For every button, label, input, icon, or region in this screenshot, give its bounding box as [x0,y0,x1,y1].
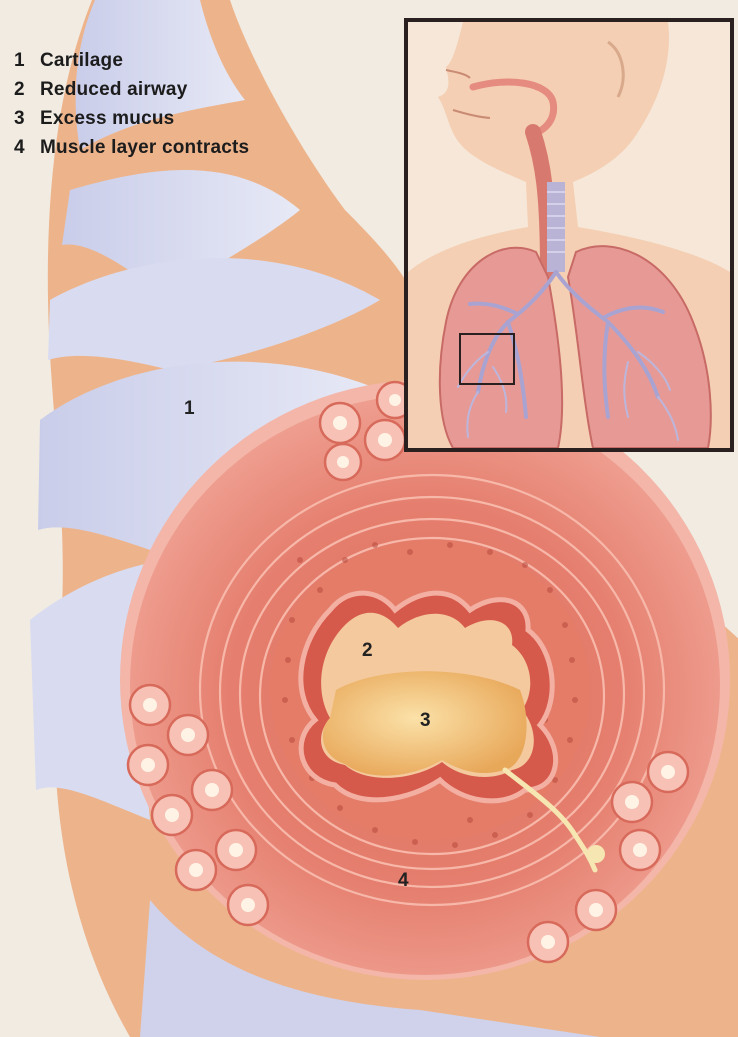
lungs-inset [404,18,734,452]
callout-excess-mucus: 3 [420,710,431,732]
callout-muscle-layer: 4 [398,870,409,892]
lungs-illustration [408,22,730,448]
airway-cross-section [120,380,730,980]
callout-cartilage: 1 [184,398,195,420]
callout-reduced-airway: 2 [362,640,373,662]
